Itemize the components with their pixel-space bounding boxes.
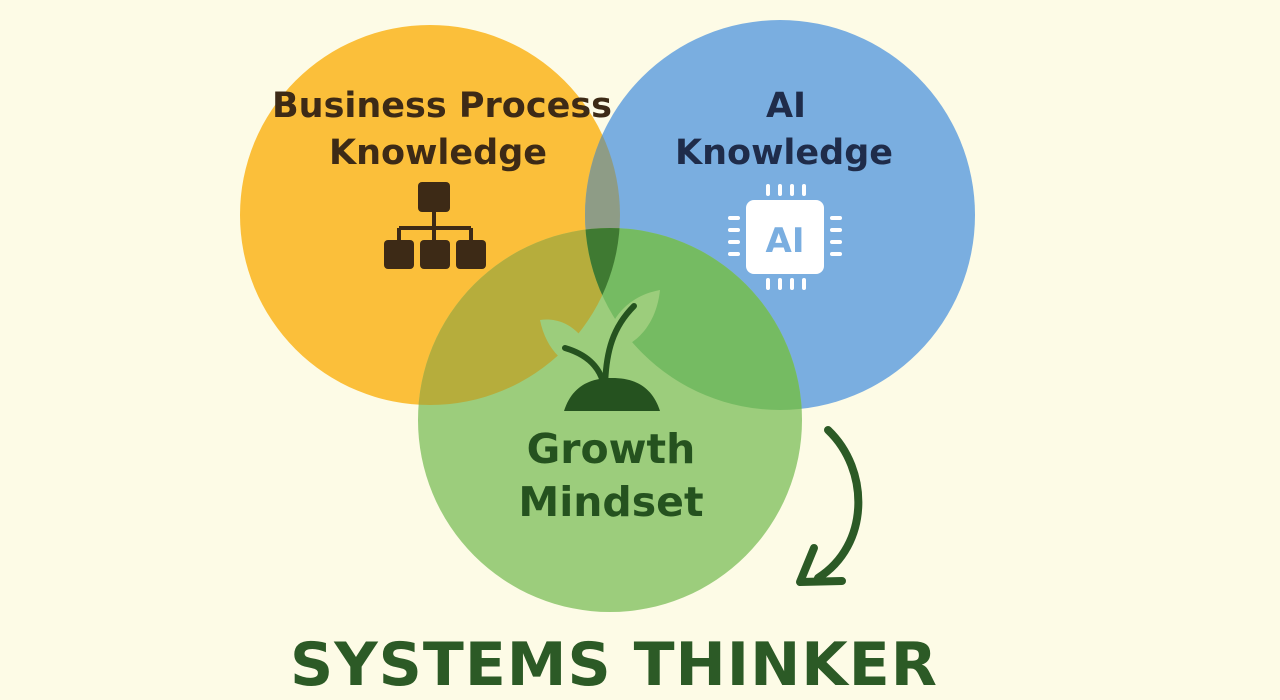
overlap-business-growth (418, 228, 620, 405)
seedling-icon (540, 290, 660, 411)
ai-chip-text: AI (766, 221, 805, 261)
ai-knowledge-label-line2: Knowledge (675, 133, 893, 173)
systems-thinker-title: SYSTEMS THINKER (290, 630, 938, 700)
growth-mindset-label-line2: Mindset (518, 478, 703, 526)
overlap-ai-growth (585, 228, 802, 410)
org-chart-icon (384, 182, 486, 269)
ai-chip-icon: AI (728, 184, 842, 290)
curved-arrow-icon (796, 426, 863, 586)
business-process-label-line1: Business Process (272, 86, 612, 126)
ai-knowledge-label-line1: AI (766, 86, 806, 126)
business-process-label-line2: Knowledge (329, 133, 547, 173)
growth-mindset-label-line1: Growth (527, 425, 696, 473)
